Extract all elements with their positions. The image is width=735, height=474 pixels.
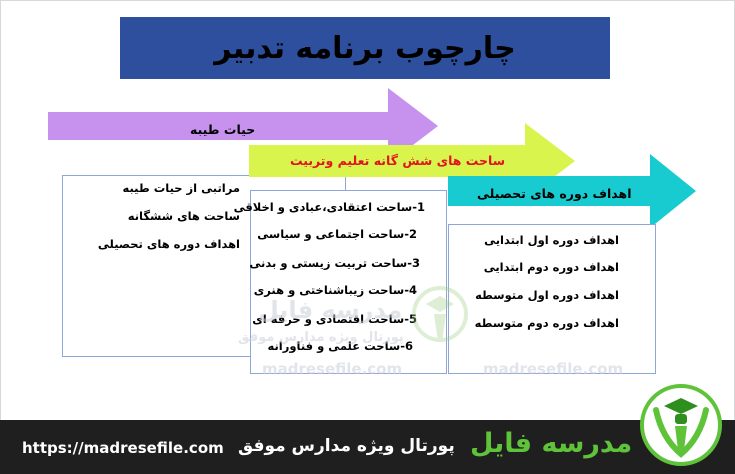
arrow-sahat-ha [249,123,575,199]
sahat-item-4: 4-ساحت زیباشناختی و هنری [253,283,417,297]
box-ahdaf [448,224,656,374]
sahat-item-2: 2-ساحت اجتماعی و سیاسی [257,227,417,241]
arrow-sahat-label: ساحت های شش گانه تعلیم وتربیت [290,153,506,168]
arrow-ahdaf [448,154,696,228]
footer-brand-name: مدرسه فایل [470,428,633,459]
footer-portal-text: پورتال ویژه مدارس موفق [238,436,455,456]
arrow-hayat-tayyebeh [48,88,438,164]
footer-bar [0,420,735,474]
diagram-title-text: چارچوب برنامه تدبیر [214,30,516,66]
arrow-ahdaf-label: اهداف دوره های تحصیلی [477,186,632,201]
watermark-logo-icon [412,286,468,342]
ahdaf-item-3: اهداف دوره اول متوسطه [475,288,619,302]
diagram-title: چارچوب برنامه تدبیر [120,17,610,79]
footer-url-link[interactable]: https://madresefile.com [22,439,224,457]
watermark-subtitle: پورتال ویژه مدارس موفق [238,330,404,345]
sahat-item-1: 1-ساحت اعتقادی،عبادی و اخلاقی [233,200,425,214]
sahat-item-6: 6-ساحت علمی و فناورانه [267,339,413,353]
sahat-item-5: 5-ساحت اقتصادی و حرفه ای [252,312,417,326]
arrow-hayat-label: حیات طیبه [190,122,256,137]
ahdaf-item-1: اهداف دوره اول ابتدایی [484,233,619,247]
watermark-url-left: madresefile.com [262,360,403,378]
ahdaf-item-4: اهداف دوره دوم متوسطه [474,316,619,330]
box-sahat-ha [250,190,447,374]
hayat-item-1: مراتبی از حیات طیبه [122,181,241,195]
ahdaf-item-2: اهداف دوره دوم ابتدایی [483,260,619,274]
graduation-cap-logo-icon [640,384,722,466]
sahat-item-3: 3-ساحت تربیت زیستی و بدنی [249,256,420,270]
hayat-item-3: اهداف دوره های تحصیلی [97,237,240,251]
watermark-brand: مدرسه فایل [258,296,403,324]
watermark-url-right: madresefile.com [483,360,624,378]
hayat-item-2: ساحت های ششگانه [127,209,240,223]
